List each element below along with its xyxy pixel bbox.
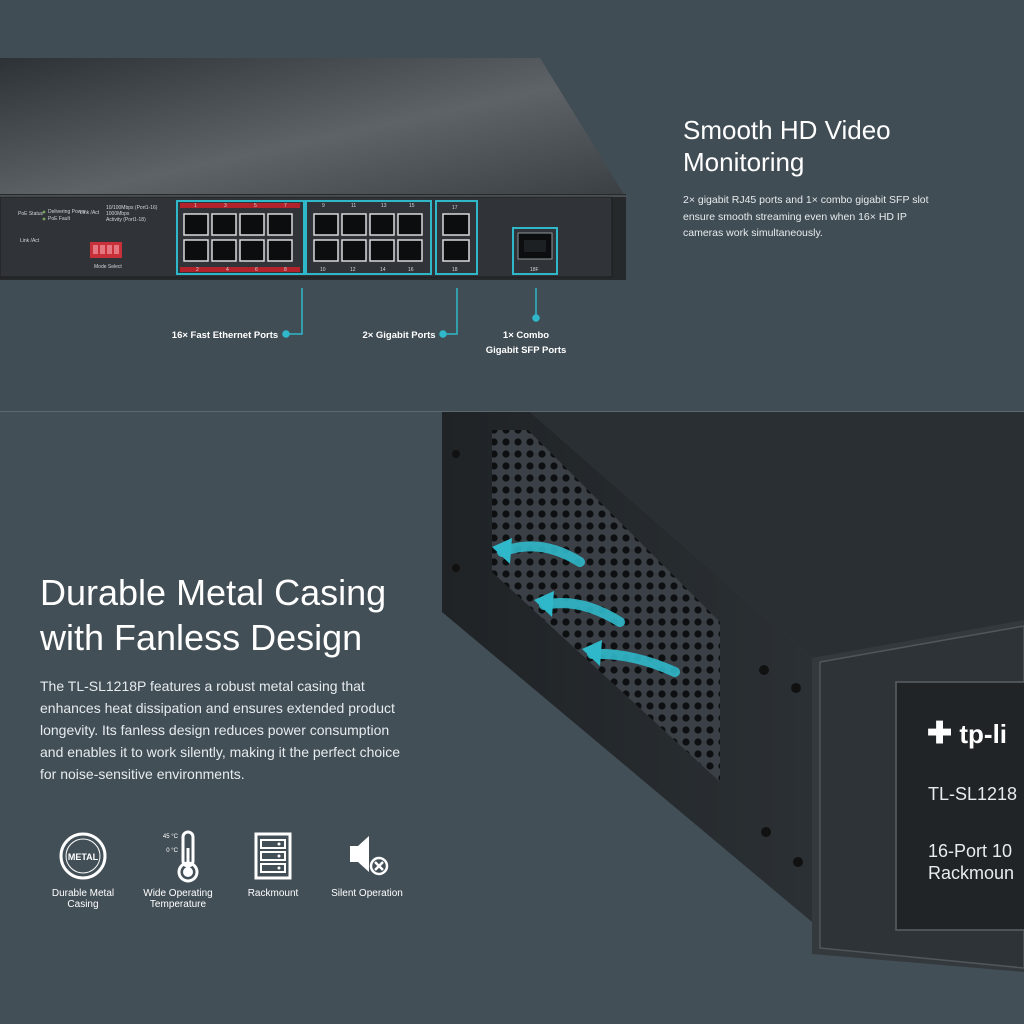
device-description-text: 16-Port 10 Rackmoun: [928, 841, 1015, 883]
link-act-label-2: Link /Act: [20, 238, 40, 244]
metal-casing-heading: Durable Metal Casing with Fanless Design: [40, 570, 460, 660]
feature-label: Rackmount: [247, 888, 299, 899]
link-act-label: Link /Act: [80, 210, 100, 216]
desc-line3: cameras work simultaneously.: [683, 227, 823, 239]
heading-line2: Monitoring: [683, 147, 805, 177]
device-model-text: TL-SL1218: [928, 784, 1018, 804]
desc-line1: 2× gigabit RJ45 ports and 1× combo gigab…: [683, 194, 929, 206]
svg-text:7: 7: [284, 203, 287, 209]
thermometer-icon: 45 °C 0 °C: [163, 830, 199, 883]
port-numbers: 1 3 5 7 9 11 13 15 2 4 6 8 10 12 14 16: [194, 203, 415, 273]
svg-text:14: 14: [380, 267, 386, 273]
desc-line3: longevity. Its fanless design reduces po…: [40, 722, 390, 738]
svg-text:3: 3: [224, 203, 227, 209]
fast-ethernet-callout: 16× Fast Ethernet Ports: [171, 330, 279, 341]
video-monitoring-description: 2× gigabit RJ45 ports and 1× combo gigab…: [683, 192, 973, 242]
tp-link-logo: ✚ tp-li: [927, 717, 1008, 750]
svg-text:2: 2: [196, 267, 199, 273]
led-panel: PoE Status Delivering Power PoE Fault Li…: [18, 205, 158, 270]
sfp-callout-line2: Gigabit SFP Ports: [485, 345, 567, 356]
svg-text:4: 4: [226, 267, 229, 273]
svg-text:0 °C: 0 °C: [166, 848, 178, 854]
svg-text:13: 13: [381, 203, 387, 209]
fast-ethernet-ports-9-16: [313, 213, 423, 262]
desc-line4: and enables it to work silently, making …: [40, 744, 401, 760]
poe-fault-label: PoE Fault: [48, 216, 71, 222]
led-1-label: 10/100Mbps (Port1-16): [106, 205, 158, 211]
rackmount-icon: [254, 832, 292, 880]
svg-text:1: 1: [194, 203, 197, 209]
svg-text:8: 8: [284, 267, 287, 273]
svg-text:5: 5: [254, 203, 257, 209]
video-monitoring-heading: Smooth HD Video Monitoring: [683, 114, 1003, 178]
port-highlight-boxes: [176, 200, 558, 275]
heading-line2: with Fanless Design: [40, 617, 363, 658]
svg-text:18: 18: [452, 267, 458, 273]
sfp-callout: 1× Combo Gigabit SFP Ports: [470, 328, 582, 358]
svg-text:18F: 18F: [530, 267, 539, 273]
svg-text:11: 11: [351, 203, 356, 209]
heading-line1: Durable Metal Casing: [40, 572, 387, 613]
svg-text:10: 10: [320, 267, 326, 273]
section-divider: [0, 411, 1024, 412]
switch-front-panel-image: PoE Status Delivering Power PoE Fault Li…: [0, 58, 626, 280]
fast-ethernet-ports-1-8: [183, 213, 293, 262]
svg-text:16: 16: [408, 267, 414, 273]
svg-text:METAL: METAL: [68, 852, 99, 862]
metal-casing-description: The TL-SL1218P features a robust metal c…: [40, 675, 432, 785]
svg-text:12: 12: [350, 267, 356, 273]
heading-line1: Smooth HD Video: [683, 115, 891, 145]
top-section: PoE Status Delivering Power PoE Fault Li…: [0, 0, 1024, 411]
poe-status-label: PoE Status: [18, 211, 44, 217]
callout-connectors: [282, 288, 540, 338]
feature-label: Silent Operation: [331, 888, 403, 899]
svg-text:45 °C: 45 °C: [163, 834, 179, 840]
led-4-label: Activity (Port1-18): [106, 217, 146, 223]
feature-silent-operation: Silent Operation: [319, 826, 415, 899]
svg-text:9: 9: [322, 203, 325, 209]
desc-line1: The TL-SL1218P features a robust metal c…: [40, 678, 365, 694]
sfp-callout-line1: 1× Combo: [502, 330, 550, 341]
svg-text:15: 15: [409, 203, 415, 209]
sfp-slot: 18F: [517, 232, 553, 273]
led-2-label: 1000Mbps: [106, 211, 130, 217]
gigabit-callout: 2× Gigabit Ports: [362, 330, 436, 341]
desc-line2: ensure smooth streaming even when 16× HD…: [683, 210, 907, 223]
metal-casing-image: [442, 412, 1024, 972]
desc-line5: for noise-sensitive environments.: [40, 766, 245, 782]
speaker-mute-icon: [350, 836, 389, 876]
metal-badge-icon: METAL: [59, 832, 107, 880]
feature-rackmount: Rackmount: [225, 826, 321, 899]
delivering-power-label: Delivering Power: [48, 209, 86, 215]
svg-text:17: 17: [452, 205, 458, 211]
bottom-section: ✚ tp-li TL-SL1218 16-Port 10 Rackmoun Du…: [0, 412, 1024, 1024]
desc-line2: enhances heat dissipation and ensures ex…: [40, 700, 395, 716]
mode-select-label: Mode Select: [94, 264, 122, 270]
gigabit-ports: 17 18: [442, 205, 470, 273]
svg-text:6: 6: [255, 267, 258, 273]
